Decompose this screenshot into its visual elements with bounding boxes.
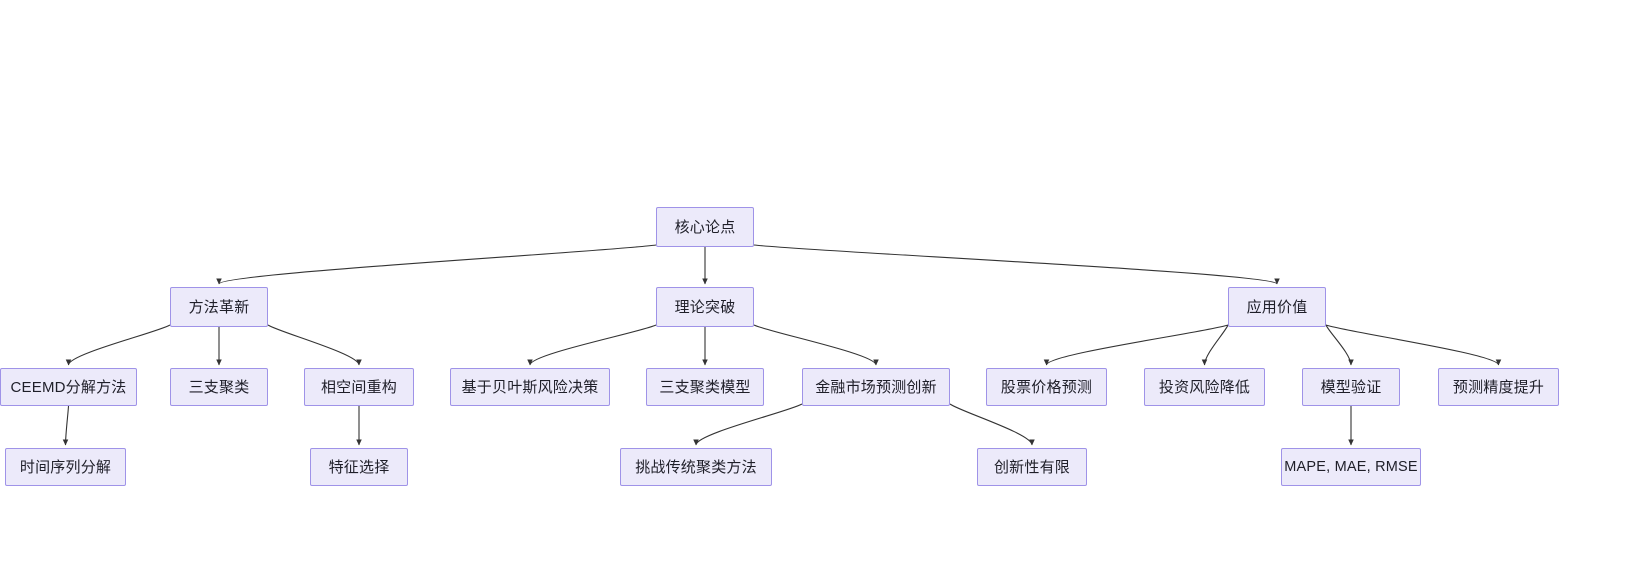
edge-n0-to-n1 (216, 244, 657, 285)
node-label: 挑战传统聚类方法 (635, 458, 757, 476)
node-n8[interactable]: 三支聚类模型 (646, 368, 764, 406)
node-label: 方法革新 (188, 298, 250, 316)
node-label: 三支聚类模型 (659, 378, 751, 396)
edge-n9-to-n17 (949, 403, 1035, 446)
edge-n2-to-n9 (753, 324, 879, 366)
edge-n3-to-n11 (1201, 324, 1229, 366)
node-label: 核心论点 (674, 218, 736, 236)
node-label: 基于贝叶斯风险决策 (461, 378, 599, 396)
node-n0[interactable]: 核心论点 (656, 207, 754, 247)
edge-n1-to-n6 (267, 324, 362, 366)
node-n3[interactable]: 应用价值 (1228, 287, 1326, 327)
node-n15[interactable]: 特征选择 (310, 448, 408, 486)
edge-n3-to-n10 (1043, 324, 1229, 366)
edge-n2-to-n7 (527, 324, 657, 366)
node-n4[interactable]: CEEMD分解方法 (0, 368, 137, 406)
node-n18[interactable]: MAPE, MAE, RMSE (1281, 448, 1421, 486)
node-label: 模型验证 (1320, 378, 1382, 396)
node-label: 应用价值 (1246, 298, 1308, 316)
node-n2[interactable]: 理论突破 (656, 287, 754, 327)
node-label: 相空间重构 (320, 378, 397, 396)
node-n7[interactable]: 基于贝叶斯风险决策 (450, 368, 610, 406)
node-n13[interactable]: 预测精度提升 (1438, 368, 1559, 406)
node-label: 创新性有限 (993, 458, 1070, 476)
node-label: 投资风险降低 (1158, 378, 1251, 396)
node-label: CEEMD分解方法 (10, 378, 127, 396)
edge-n0-to-n3 (753, 244, 1280, 285)
edge-n3-to-n13 (1325, 324, 1502, 366)
edge-n1-to-n4 (65, 324, 171, 366)
node-n12[interactable]: 模型验证 (1302, 368, 1400, 406)
node-label: 时间序列分解 (19, 458, 112, 476)
edge-n9-to-n16 (693, 403, 803, 446)
node-label: 理论突破 (674, 298, 736, 316)
node-label: MAPE, MAE, RMSE (1284, 458, 1418, 475)
edge-n3-to-n12 (1325, 324, 1354, 366)
node-n6[interactable]: 相空间重构 (304, 368, 414, 406)
edge-paths (62, 244, 1502, 446)
node-label: 特征选择 (328, 458, 390, 476)
node-label: 股票价格预测 (1000, 378, 1093, 396)
node-n5[interactable]: 三支聚类 (170, 368, 268, 406)
node-label: 预测精度提升 (1452, 378, 1545, 396)
node-n1[interactable]: 方法革新 (170, 287, 268, 327)
edge-n4-to-n14 (62, 405, 70, 446)
node-n10[interactable]: 股票价格预测 (986, 368, 1107, 406)
node-n14[interactable]: 时间序列分解 (5, 448, 126, 486)
node-n11[interactable]: 投资风险降低 (1144, 368, 1265, 406)
node-n16[interactable]: 挑战传统聚类方法 (620, 448, 772, 486)
node-label: 金融市场预测创新 (815, 378, 937, 396)
node-n9[interactable]: 金融市场预测创新 (802, 368, 950, 406)
node-label: 三支聚类 (188, 378, 250, 396)
node-n17[interactable]: 创新性有限 (977, 448, 1087, 486)
